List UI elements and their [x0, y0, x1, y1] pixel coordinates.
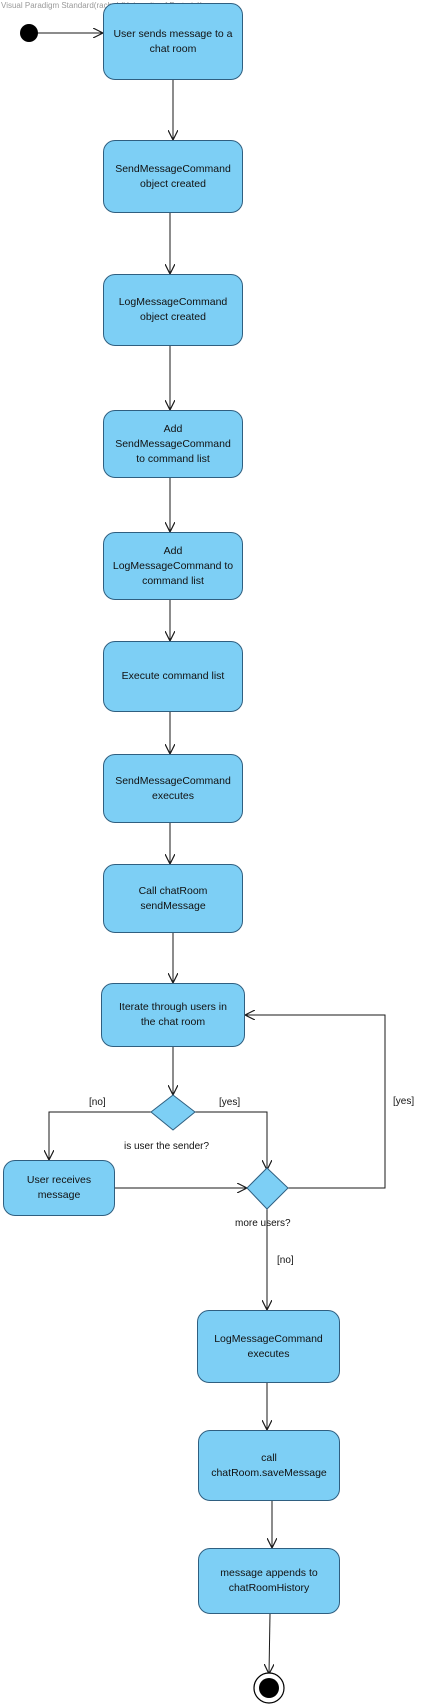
action-logmessagecommand-created: LogMessageCommand object created — [103, 274, 243, 346]
action-iterate-users: Iterate through users in the chat room — [101, 983, 245, 1047]
edge-n13-end — [269, 1613, 270, 1674]
final-node-inner — [259, 1678, 279, 1698]
action-sendmessagecommand-created: SendMessageCommand object created — [103, 140, 243, 213]
guard-sender-yes: [yes] — [219, 1097, 241, 1108]
action-message-appends-history: message appends to chatRoomHistory — [198, 1548, 340, 1614]
action-user-receives-message: User receives message — [3, 1160, 115, 1216]
decision-more-users — [246, 1167, 289, 1210]
action-call-savemessage: call chatRoom.saveMessage — [198, 1430, 340, 1501]
action-user-sends-message: User sends message to a chat room — [103, 3, 243, 80]
guard-sender-no: [no] — [89, 1097, 106, 1108]
edge-d1-no — [49, 1111, 151, 1160]
guard-more-yes: [yes] — [393, 1096, 415, 1107]
decision-more-users-label: more users? — [235, 1218, 291, 1229]
decision-is-sender — [150, 1094, 196, 1131]
action-add-sendmessagecommand: Add SendMessageCommand to command list — [103, 410, 243, 478]
watermark: Visual Paradigm Standard(rachel (Univers… — [1, 1, 203, 10]
initial-node — [20, 24, 38, 42]
action-sendmessagecommand-executes: SendMessageCommand executes — [103, 754, 243, 823]
edge-d2-yes-loop — [245, 1015, 386, 1189]
decision-is-sender-label: is user the sender? — [124, 1141, 210, 1152]
edge-d1-yes — [195, 1111, 267, 1170]
action-execute-command-list: Execute command list — [103, 641, 243, 712]
action-logmessagecommand-executes: LogMessageCommand executes — [197, 1310, 340, 1383]
guard-more-no: [no] — [277, 1255, 294, 1266]
action-call-chatroom-sendmessage: Call chatRoom sendMessage — [103, 864, 243, 933]
action-add-logmessagecommand: Add LogMessageCommand to command list — [103, 532, 243, 600]
